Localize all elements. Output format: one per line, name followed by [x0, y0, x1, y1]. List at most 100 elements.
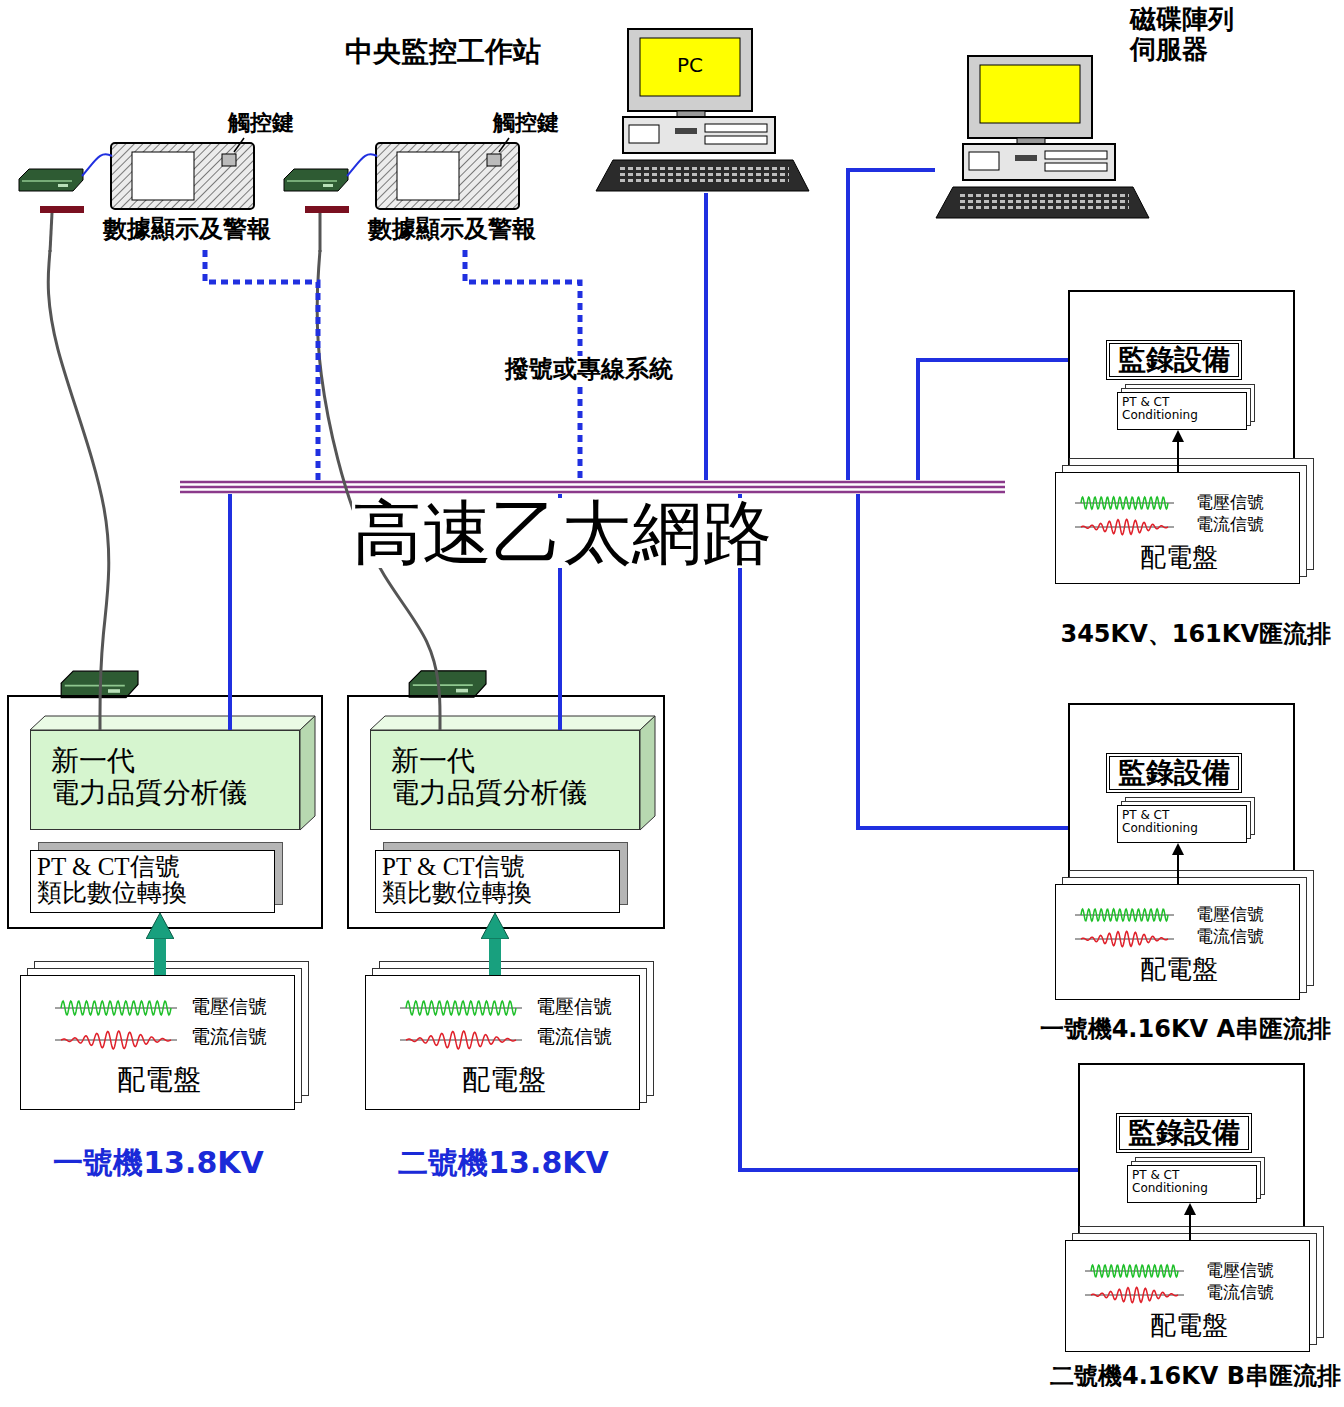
modem — [409, 671, 486, 697]
power-quality-analyzer: 新一代 電力品質分析儀 — [370, 730, 640, 830]
modem — [19, 169, 486, 698]
node-text: PT & CT信號 類比數位轉換 — [382, 854, 610, 907]
connector — [317, 250, 440, 730]
display-alarm-unit: 數據顯示及警報 — [15, 128, 305, 250]
connector — [228, 494, 232, 730]
cable-plug — [50, 213, 52, 252]
node-text: 配電盤 — [1070, 1311, 1307, 1341]
conditioning-card: PT & CT Conditioning — [1117, 392, 1247, 430]
node-heading: 二號機13.8KV — [346, 1146, 661, 1181]
node-text: 電流信號 — [1196, 515, 1264, 535]
leader-line — [234, 138, 244, 152]
node-heading: 高速乙太網路 — [352, 498, 772, 568]
cable-plug — [305, 206, 349, 213]
signal-wave — [61, 1031, 171, 1049]
node-text: 數據顯示及警報 — [103, 216, 271, 244]
display-device — [111, 143, 519, 209]
node-text: PT & CT Conditioning — [1132, 1169, 1252, 1195]
node-text: 電流信號 — [1196, 927, 1264, 947]
site-enclosure — [8, 696, 322, 928]
node-heading: 磁碟陣列 伺服器 — [1130, 5, 1265, 65]
node-text: 電流信號 — [1206, 1283, 1274, 1303]
node-text: 數據顯示及警報 — [368, 216, 536, 244]
modem-cable — [82, 154, 112, 176]
monitor-cabinet: PT & CT Conditioning 監錄設備 — [1078, 1063, 1305, 1243]
node-text: 監錄設備 — [1106, 340, 1242, 380]
server-icon — [936, 56, 1149, 218]
node-text: 監錄設備 — [1116, 1113, 1252, 1153]
node-text: 配電盤 — [1060, 543, 1297, 573]
node-text: 電壓信號 — [536, 996, 612, 1018]
bus-line — [180, 482, 1005, 492]
connector — [205, 250, 318, 480]
signal-wave — [1091, 1265, 1178, 1277]
adc-module: PT & CT信號 類比數位轉換 — [30, 850, 275, 913]
signal-wave — [61, 1001, 171, 1015]
analyzer-3d-face — [370, 716, 655, 730]
adc-module: PT & CT信號 類比數位轉換 — [375, 850, 620, 913]
cable-plug — [40, 206, 84, 213]
analyzer-3d-face — [30, 716, 315, 730]
workstation-icon — [596, 29, 809, 191]
display-alarm-unit: 數據顯示及警報 — [275, 128, 565, 250]
node-text: 配電盤 — [370, 1064, 637, 1096]
node-text: 電流信號 — [191, 1026, 267, 1048]
connector — [918, 360, 1068, 480]
connector — [154, 939, 166, 975]
monitor-cabinet: PT & CT Conditioning 監錄設備 — [1068, 290, 1295, 470]
distribution-panel: 電壓信號電流信號配電盤一號機13.8KV — [20, 975, 295, 1110]
node-text: 配電盤 — [1060, 955, 1297, 985]
signal-wave — [1081, 497, 1168, 509]
bus-line — [180, 491, 1005, 494]
modem — [19, 169, 83, 191]
modem-cable — [347, 154, 377, 176]
connector — [858, 494, 1068, 828]
bus-line — [180, 486, 1005, 489]
node-text: 新一代 電力品質分析儀 — [391, 745, 621, 809]
disk-array-server: 磁碟陣列 伺服器 — [935, 55, 1150, 220]
modem — [284, 169, 348, 191]
waveform-icon — [366, 976, 641, 1066]
node-text: PT & CT Conditioning — [1122, 396, 1242, 422]
node-text: 新一代 電力品質分析儀 — [51, 745, 281, 809]
display-device — [376, 143, 519, 209]
connector — [740, 494, 1078, 1170]
signal-wave — [1081, 519, 1168, 535]
modem-cable — [82, 154, 377, 176]
node-heading: 一號機4.16KV A串匯流排 — [756, 1016, 1331, 1044]
ethernet-bus: 高速乙太網路 — [180, 480, 1005, 494]
cable-plug — [40, 206, 349, 252]
node-heading: 二號機4.16KV B串匯流排 — [766, 1363, 1341, 1391]
computer-workstation: 中央監控工作站PC — [595, 28, 810, 193]
modem — [61, 671, 138, 697]
analyzer-3d-face — [300, 716, 315, 830]
signal-wave — [406, 1001, 516, 1015]
node-heading: 345KV、161KV匯流排 — [756, 621, 1331, 649]
callout-label: 觸控鍵 — [228, 110, 294, 135]
node-text: 電壓信號 — [1206, 1261, 1274, 1281]
node-text: 電流信號 — [536, 1026, 612, 1048]
leader-line — [499, 138, 509, 152]
node-text: 監錄設備 — [1106, 753, 1242, 793]
node-heading: 一號機13.8KV — [1, 1146, 316, 1181]
waveform-icon — [21, 976, 296, 1066]
site-enclosure — [348, 696, 664, 928]
distribution-panel: 電壓信號電流信號配電盤二號機13.8KV — [365, 975, 640, 1110]
conditioning-card: PT & CT Conditioning — [1117, 805, 1247, 843]
display-device — [111, 143, 254, 209]
node-text: 配電盤 — [25, 1064, 292, 1096]
server-icon — [936, 56, 1149, 218]
connector — [489, 939, 501, 975]
node-text: 電壓信號 — [1196, 493, 1264, 513]
signal-wave — [1091, 1287, 1178, 1303]
node-text: 電壓信號 — [1196, 905, 1264, 925]
conditioning-card: PT & CT Conditioning — [1127, 1165, 1257, 1203]
node-text: PC — [640, 54, 740, 77]
callout-label: 撥號或專線系統 — [505, 356, 673, 384]
node-heading: 中央監控工作站 — [345, 36, 541, 68]
node-text: 電壓信號 — [191, 996, 267, 1018]
signal-wave — [406, 1031, 516, 1049]
node-text: PT & CT Conditioning — [1122, 809, 1242, 835]
